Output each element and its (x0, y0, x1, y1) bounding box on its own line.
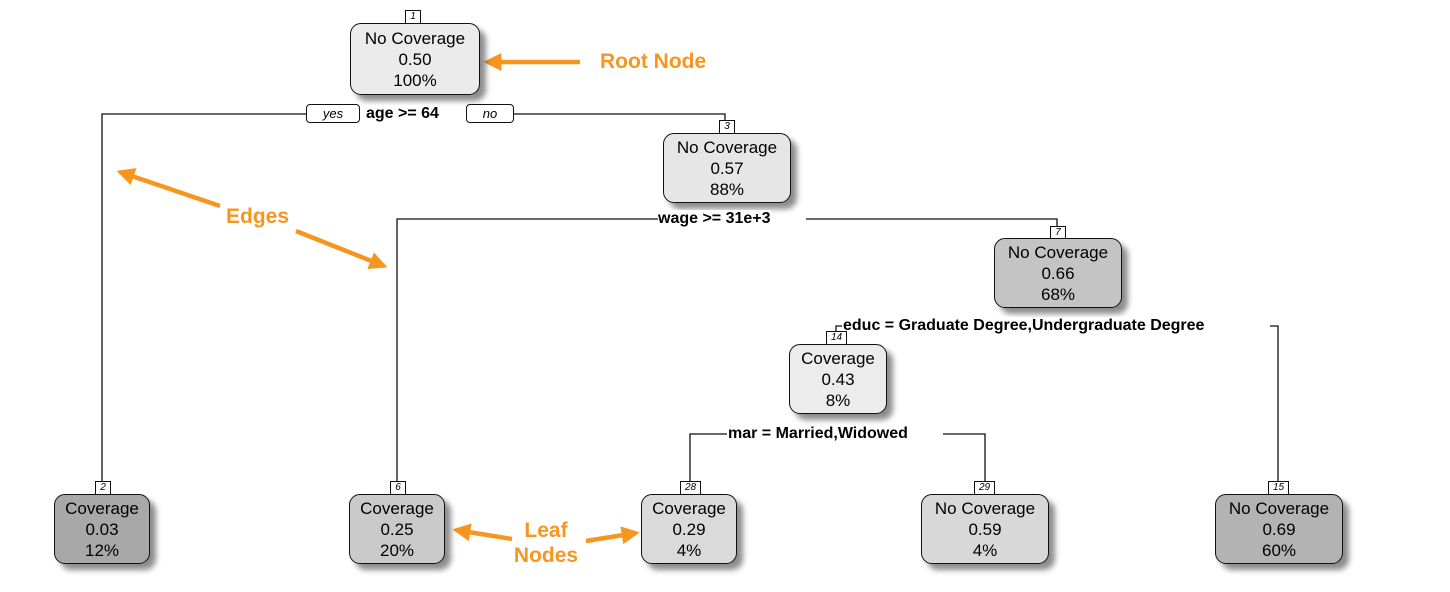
edge-3-to-7 (806, 218, 1058, 226)
node-number-29: 29 (974, 481, 995, 495)
node-value: 0.25 (380, 519, 414, 539)
node-percent: 4% (972, 540, 998, 560)
no-branch-label: no (466, 104, 514, 123)
leaf-node-6: Coverage 0.25 20% (349, 494, 445, 564)
yes-branch-label: yes (306, 104, 360, 123)
node-percent: 8% (825, 390, 851, 410)
node-percent: 68% (1040, 284, 1076, 304)
node-value: 0.29 (672, 519, 706, 539)
node-percent: 88% (709, 179, 745, 199)
node-number-6: 6 (390, 481, 406, 495)
split-label-educ: educ = Graduate Degree,Undergraduate Deg… (843, 317, 1205, 335)
node-number-28: 28 (680, 481, 701, 495)
edges-annotation: Edges (226, 205, 290, 228)
node-percent: 12% (84, 540, 120, 560)
node-value: 0.59 (968, 519, 1002, 539)
edge-14-to-29 (943, 433, 986, 483)
edge-1-to-2 (101, 113, 306, 485)
tree-node-7: No Coverage 0.66 68% (994, 238, 1122, 308)
node-class-label: Coverage (360, 498, 434, 518)
edge-3-to-6 (396, 218, 660, 485)
node-percent: 100% (393, 70, 437, 90)
node-number-15: 15 (1268, 481, 1289, 495)
node-class-label: Coverage (652, 498, 726, 518)
node-value: 0.03 (85, 519, 119, 539)
split-label-mar: mar = Married,Widowed (728, 425, 908, 443)
node-value: 0.69 (1262, 519, 1296, 539)
edges-arrow-right (295, 228, 388, 270)
leaf-node-15: No Coverage 0.69 60% (1215, 494, 1343, 564)
node-class-label: No Coverage (1228, 498, 1330, 518)
node-class-label: No Coverage (676, 137, 778, 157)
node-percent: 4% (676, 540, 702, 560)
leaf-nodes-annotation: Leaf Nodes (508, 518, 584, 568)
edges-arrow-left (116, 168, 221, 209)
leaf-annotation-line2: Nodes (513, 544, 579, 567)
node-class-label: No Coverage (1007, 242, 1109, 262)
node-number-1: 1 (405, 10, 421, 24)
split-label-wage: wage >= 31e+3 (658, 210, 771, 228)
leaf-arrow-right (585, 526, 640, 545)
edge-14-to-28 (689, 433, 727, 483)
tree-node-3: No Coverage 0.57 88% (663, 133, 791, 203)
root-node-annotation: Root Node (600, 50, 707, 73)
node-value: 0.43 (821, 369, 855, 389)
node-class-label: No Coverage (364, 28, 466, 48)
node-class-label: Coverage (65, 498, 139, 518)
split-label-age: age >= 64 (366, 105, 439, 123)
tree-node-14: Coverage 0.43 8% (789, 344, 887, 414)
node-percent: 60% (1261, 540, 1297, 560)
edge-7-to-14 (835, 325, 842, 331)
node-value: 0.66 (1041, 263, 1075, 283)
leaf-node-2: Coverage 0.03 12% (54, 494, 150, 564)
leaf-node-29: No Coverage 0.59 4% (921, 494, 1049, 564)
leaf-arrow-left (452, 523, 513, 542)
node-number-3: 3 (719, 120, 735, 134)
leaf-annotation-line1: Leaf (524, 519, 568, 542)
node-class-label: No Coverage (934, 498, 1036, 518)
node-value: 0.50 (398, 49, 432, 69)
node-class-label: Coverage (801, 348, 875, 368)
node-number-2: 2 (95, 481, 111, 495)
node-number-14: 14 (826, 331, 847, 345)
tree-node-1: No Coverage 0.50 100% (350, 23, 480, 95)
node-value: 0.57 (710, 158, 744, 178)
edge-7-to-15 (1270, 325, 1279, 483)
node-percent: 20% (379, 540, 415, 560)
leaf-node-28: Coverage 0.29 4% (641, 494, 737, 564)
edge-1-to-3 (514, 113, 726, 120)
